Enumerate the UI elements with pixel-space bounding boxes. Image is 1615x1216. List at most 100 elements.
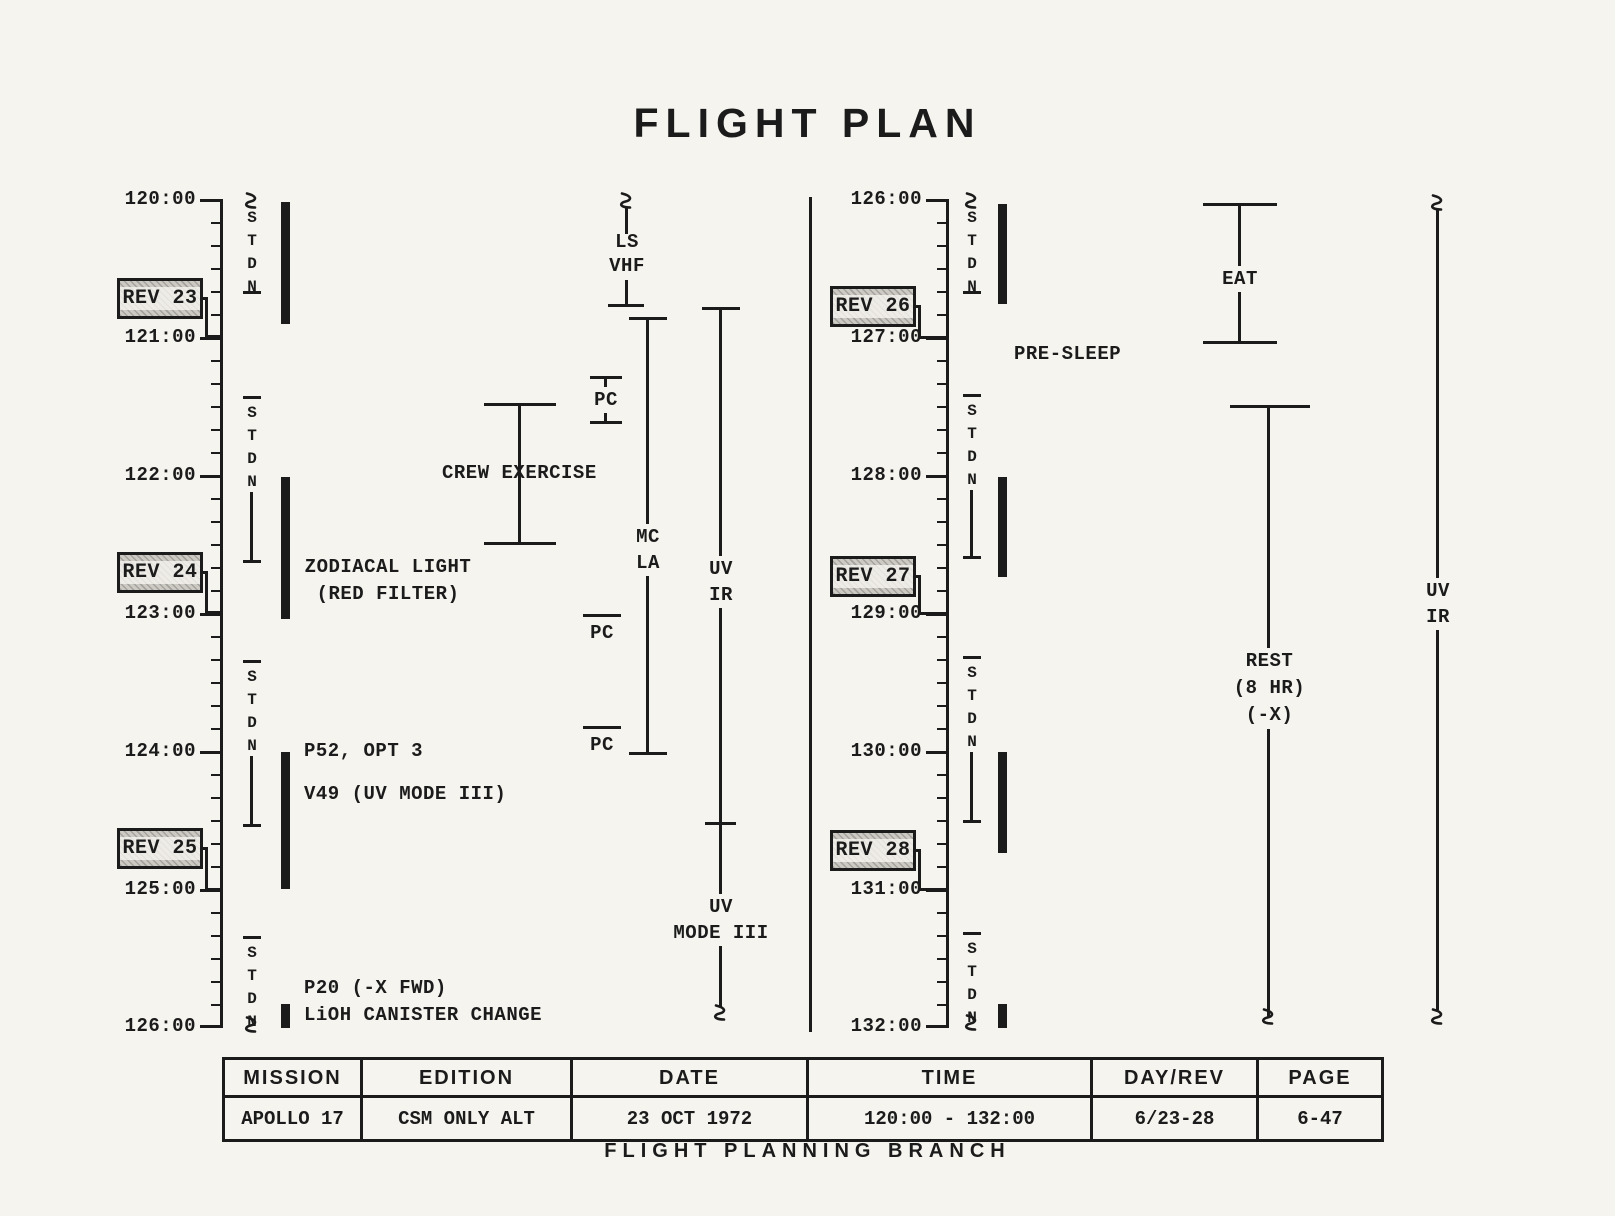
coverage-line [250, 492, 253, 562]
bracket-cap [963, 656, 981, 659]
stdn-coverage-label: STDN [243, 404, 261, 496]
time-label: 126:00 [124, 1015, 196, 1037]
hour-tick [926, 475, 948, 478]
hour-tick [200, 475, 222, 478]
break-squiggle-icon [244, 192, 257, 209]
bracket-cap [963, 394, 981, 397]
rev-connector [205, 572, 221, 614]
break-squiggle-icon [619, 192, 632, 209]
time-label: 132:00 [850, 1015, 922, 1037]
activity-eat: EAT [1212, 266, 1268, 292]
coverage-bar [281, 1004, 290, 1028]
bracket-cap [243, 660, 261, 663]
time-label: 123:00 [124, 602, 196, 624]
activity-p20: P20 (-X FWD) [304, 977, 447, 999]
hour-tick [200, 1025, 222, 1028]
coverage-bar [281, 752, 290, 889]
table-header-date: DATE [573, 1060, 809, 1098]
bracket-cap [243, 396, 261, 399]
activity-uv-ir: UV IR [698, 556, 744, 608]
activity-uv-mode-iii: UV MODE III [670, 894, 772, 946]
bracket-cap [243, 560, 261, 563]
coverage-line [970, 490, 973, 558]
coverage-line [970, 752, 973, 822]
activity-crew-exercise: CREW EXERCISE [442, 462, 597, 484]
stdn-coverage-label: STDN [243, 668, 261, 760]
stdn-coverage-label: STDN [963, 209, 981, 301]
table-header-mission: MISSION [225, 1060, 363, 1098]
time-label: 130:00 [850, 740, 922, 762]
bracket-cap [590, 421, 622, 424]
activity-pc: PC [591, 387, 621, 413]
rev-connector [914, 575, 921, 578]
rev-28-box: REV 28 [830, 830, 916, 871]
table-header-day-rev: DAY/REV [1093, 1060, 1259, 1098]
activity-uv-ir: UV IR [1415, 578, 1461, 630]
bracket-cap [1203, 341, 1277, 344]
table-value-mission: APOLLO 17 [225, 1098, 363, 1139]
rev-27-box: REV 27 [830, 556, 916, 597]
coverage-bar [281, 202, 290, 324]
bracket-cap [963, 556, 981, 559]
time-label: 128:00 [850, 464, 922, 486]
table-value-date: 23 OCT 1972 [573, 1098, 809, 1139]
bracket-cap [963, 932, 981, 935]
rev-connector [914, 305, 921, 308]
hour-tick [926, 751, 948, 754]
time-label: 122:00 [124, 464, 196, 486]
mission-info-table: MISSION EDITION DATE TIME DAY/REV PAGE A… [222, 1057, 1384, 1142]
rev-24-label: REV 24 [120, 561, 200, 584]
break-squiggle-icon [713, 1004, 726, 1021]
bracket-cap [608, 304, 644, 307]
rev-connector [205, 848, 221, 891]
activity-pc: PC [583, 726, 621, 758]
stdn-coverage-label: STDN [963, 940, 981, 1032]
stdn-coverage-label: STDN [243, 944, 261, 1036]
break-squiggle-icon [1261, 1008, 1274, 1025]
column-divider-line [809, 197, 812, 1032]
rev-26-box: REV 26 [830, 286, 916, 327]
rev-connector [918, 576, 947, 615]
rev-27-label: REV 27 [833, 565, 913, 588]
table-value-time: 120:00 - 132:00 [809, 1098, 1093, 1139]
rev-25-label: REV 25 [120, 837, 200, 860]
rev-26-label: REV 26 [833, 295, 913, 318]
coverage-line [250, 756, 253, 826]
activity-pre-sleep: PRE-SLEEP [1014, 343, 1122, 365]
activity-line [625, 280, 628, 306]
break-squiggle-icon [964, 192, 977, 209]
hour-tick [200, 613, 222, 616]
table-value-day-rev: 6/23-28 [1093, 1098, 1259, 1139]
bracket-cap [963, 820, 981, 823]
time-label: 124:00 [124, 740, 196, 762]
coverage-bar [998, 477, 1007, 577]
table-header-page: PAGE [1259, 1060, 1381, 1098]
activity-rest: REST (8 HR) (-X) [1222, 648, 1317, 729]
time-label: 127:00 [850, 326, 922, 348]
activity-p52: P52, OPT 3 [304, 740, 424, 762]
rev-connector [918, 850, 947, 891]
bracket-cap [963, 291, 981, 294]
break-squiggle-icon [1430, 194, 1443, 211]
bracket-cap [243, 936, 261, 939]
bracket-cap [484, 542, 556, 545]
time-label: 129:00 [850, 602, 922, 624]
table-value-edition: CSM ONLY ALT [363, 1098, 573, 1139]
table-header-edition: EDITION [363, 1060, 573, 1098]
rev-23-label: REV 23 [120, 287, 200, 310]
stdn-coverage-label: STDN [243, 209, 261, 301]
bracket-cap [1230, 405, 1310, 408]
coverage-bar [998, 204, 1007, 304]
activity-line [625, 208, 628, 234]
bracket-cap [243, 291, 261, 294]
footer-branch-label: FLIGHT PLANNING BRANCH [604, 1140, 1011, 1162]
stdn-coverage-label: STDN [963, 664, 981, 756]
rev-25-box: REV 25 [117, 828, 203, 869]
coverage-bar [998, 752, 1007, 853]
activity-line [719, 307, 722, 1007]
rev-connector [918, 306, 947, 339]
activity-line [518, 403, 521, 545]
hour-tick [200, 337, 222, 340]
rev-28-label: REV 28 [833, 839, 913, 862]
